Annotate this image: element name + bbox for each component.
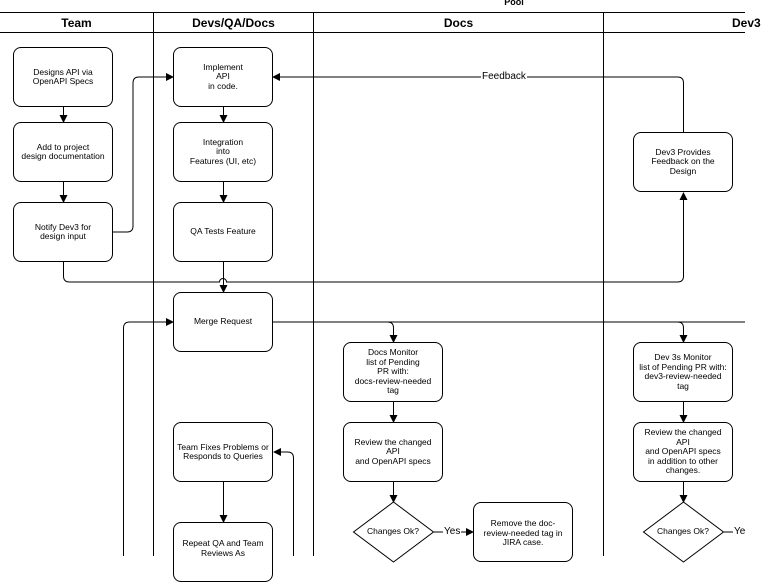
node-dev3-monitor[interactable]: Dev 3s Monitor list of Pending PR with: … — [633, 342, 733, 402]
lane-title-devs-qa-docs: Devs/QA/Docs — [192, 16, 275, 30]
edge-label-feedback: Feedback — [481, 71, 527, 83]
swimlane-diagram — [0, 12, 745, 563]
node-repeat-qa[interactable]: Repeat QA and Team Reviews As — [173, 522, 273, 582]
edge-loop-to-merge — [123, 318, 174, 556]
edge-label-docs-yes: Yes — [443, 526, 462, 538]
edge-merge-to-dev3-monitor — [677, 321, 688, 343]
edge-label-dev3-yes: Ye — [733, 526, 747, 538]
node-designs-api[interactable]: Designs API via OpenAPI Specs — [13, 47, 113, 107]
pool-title: Pool — [504, 0, 524, 7]
node-dev3-review[interactable]: Review the changed API and OpenAPI specs… — [633, 422, 733, 482]
lane-title-docs: Docs — [443, 16, 474, 30]
docs-changes-diamond — [352, 501, 435, 563]
node-remove-tag[interactable]: Remove the doc- review-needed tag in JIR… — [473, 502, 573, 562]
edge-merge-to-docs-monitor — [387, 321, 398, 343]
dev3-changes-label: Changes Ok? — [657, 526, 709, 537]
node-merge-request[interactable]: Merge Request — [173, 292, 273, 352]
lane-title-team: Team — [61, 16, 92, 30]
edge-notify-to-dev3 — [63, 192, 688, 283]
lane-title-dev3: Dev3 — [732, 16, 761, 30]
node-add-design-doc[interactable]: Add to project design documentation — [13, 122, 113, 182]
node-dev3-feedback[interactable]: Dev3 Provides Feedback on the Design — [633, 132, 733, 192]
docs-changes-label: Changes Ok? — [367, 526, 419, 537]
node-notify-dev3[interactable]: Notify Dev3 for design input — [13, 202, 113, 262]
node-docs-monitor[interactable]: Docs Monitor list of Pending PR with: do… — [343, 342, 443, 402]
dev3-changes-diamond — [642, 501, 725, 563]
node-integration[interactable]: Integration into Features (UI, etc) — [173, 122, 273, 182]
edge-notify-to-implement — [113, 73, 174, 233]
node-docs-review[interactable]: Review the changed API and OpenAPI specs — [343, 422, 443, 482]
edge-into-fixes — [273, 448, 294, 556]
edge-feedback — [272, 73, 684, 132]
node-team-fixes[interactable]: Team Fixes Problems or Responds to Queri… — [173, 422, 273, 482]
node-qa-tests[interactable]: QA Tests Feature — [173, 202, 273, 262]
node-implement-api[interactable]: Implement API in code. — [173, 47, 273, 107]
